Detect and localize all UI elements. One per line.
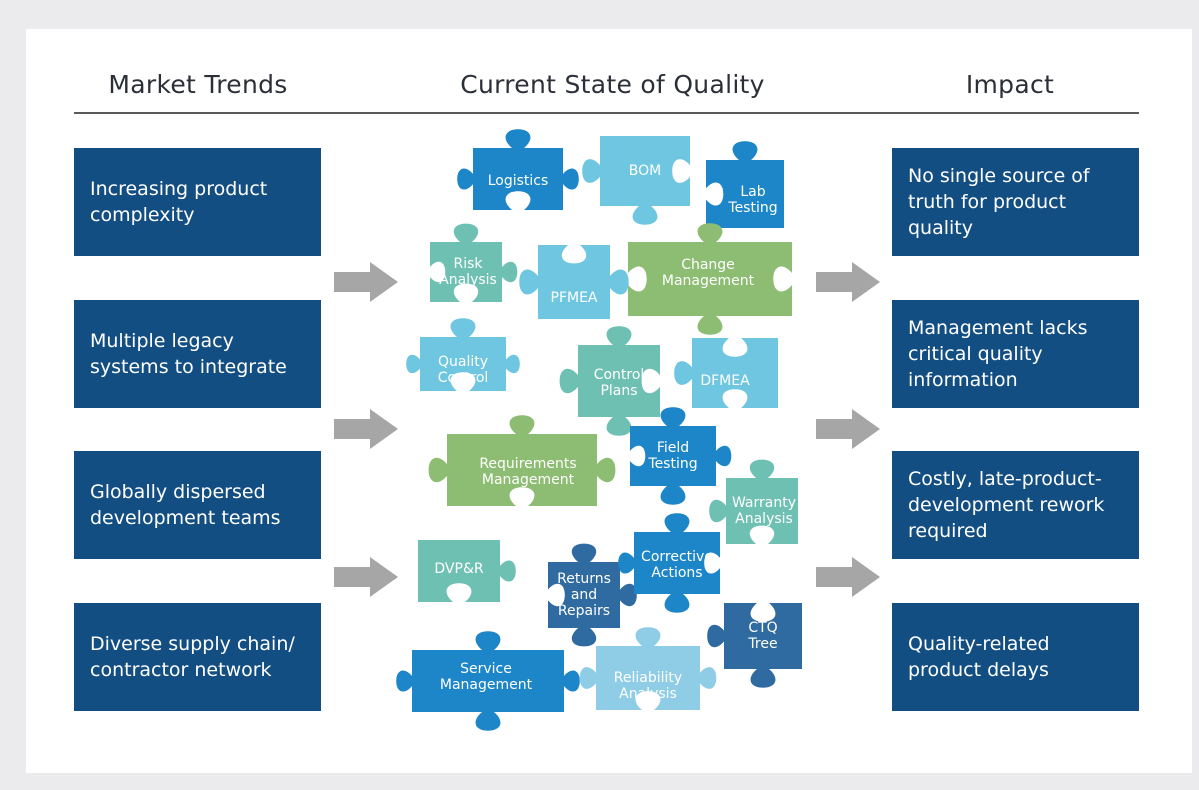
puzzle-piece-risk-analysis	[430, 223, 518, 302]
trend-text: Globally dispersed development teams	[90, 481, 281, 529]
trend-box-supply-chain: Diverse supply chain/ contractor network	[74, 603, 321, 711]
impact-box-delays: Quality-related product delays	[892, 603, 1139, 711]
puzzle-piece-label: Quality Control	[437, 354, 489, 386]
puzzle-piece-label: Service Management	[439, 661, 533, 693]
puzzle-piece-ctq-tree	[707, 603, 802, 688]
trend-box-legacy-systems: Multiple legacy systems to integrate	[74, 300, 321, 408]
header-impact: Impact	[965, 70, 1055, 99]
puzzle-piece-lab-testing	[706, 141, 784, 228]
puzzle-piece-field-testing	[630, 407, 732, 505]
puzzle-piece-label: Logistics	[487, 173, 549, 189]
arrow-right-icon	[816, 557, 880, 597]
puzzle-piece-logistics	[457, 129, 579, 210]
impact-text: Quality-related product delays	[908, 633, 1050, 681]
puzzle-piece-shape	[582, 136, 690, 225]
puzzle-piece-shape	[406, 318, 520, 391]
impact-text: No single source of truth for product qu…	[908, 165, 1090, 239]
puzzle-piece-quality-control	[406, 318, 520, 391]
header-current-state: Current State of Quality	[460, 70, 765, 99]
trend-text: Diverse supply chain/ contractor network	[90, 633, 295, 681]
arrow-right-icon	[816, 409, 880, 449]
puzzle-piece-shape	[630, 407, 732, 505]
puzzle-piece-shape	[418, 540, 516, 602]
puzzle-piece-change-management	[628, 223, 792, 335]
trend-text: Multiple legacy systems to integrate	[90, 330, 287, 378]
puzzle-piece-pfmea	[519, 245, 629, 319]
puzzle-piece-shape	[707, 603, 802, 688]
impact-box-management: Management lacks critical quality inform…	[892, 300, 1139, 408]
puzzle-piece-shape	[430, 223, 518, 302]
puzzle-piece-control-plans	[559, 326, 660, 436]
puzzle-piece-label: Corrective Actions	[641, 549, 713, 581]
puzzle-piece-shape	[559, 326, 660, 436]
puzzle-piece-corrective-actions	[618, 513, 720, 613]
puzzle-piece-label: Warranty Analysis	[731, 495, 797, 527]
puzzle-piece-warranty-analysis	[709, 459, 798, 544]
puzzle-piece-returns-and-repairs	[548, 543, 637, 647]
puzzle-piece-label: Returns and Repairs	[557, 571, 611, 619]
puzzle-piece-label: Reliability Analysis	[613, 670, 683, 702]
impact-box-single-source: No single source of truth for product qu…	[892, 148, 1139, 256]
puzzle-piece-label: Requirements Management	[479, 456, 577, 488]
puzzle-piece-shape	[618, 513, 720, 613]
puzzle-piece-shape	[706, 141, 784, 228]
impact-text: Costly, late-product-development rework …	[908, 468, 1105, 542]
puzzle-piece-label: DFMEA	[700, 373, 750, 389]
puzzle-piece-label: Field Testing	[648, 440, 698, 472]
puzzle-piece-shape	[709, 459, 798, 544]
puzzle-piece-shape	[628, 223, 792, 335]
puzzle-piece-label: DVP&R	[434, 561, 484, 577]
puzzle-piece-label: Control Plans	[593, 367, 645, 399]
header-market-trends: Market Trends	[108, 70, 288, 99]
puzzle-piece-shape	[548, 543, 637, 647]
puzzle-piece-shape	[579, 627, 717, 710]
arrow-right-icon	[334, 409, 398, 449]
trend-box-dispersed-teams: Globally dispersed development teams	[74, 451, 321, 559]
puzzle-piece-dfmea	[674, 338, 778, 408]
puzzle-piece-shape	[674, 338, 778, 408]
puzzle-piece-label: BOM	[628, 163, 662, 179]
puzzle-piece-label: Change Management	[661, 257, 755, 289]
trend-box-product-complexity: Increasing product complexity	[74, 148, 321, 256]
puzzle-piece-label: Risk Analysis	[439, 256, 497, 288]
puzzle-piece-shape	[457, 129, 579, 210]
header-rule	[74, 112, 1139, 114]
impact-text: Management lacks critical quality inform…	[908, 317, 1088, 391]
arrow-right-icon	[334, 262, 398, 302]
puzzle-piece-label: Lab Testing	[728, 184, 778, 216]
puzzle-piece-shape	[396, 631, 580, 731]
trend-text: Increasing product complexity	[90, 178, 268, 226]
puzzle-piece-dvp-r	[418, 540, 516, 602]
puzzle-piece-requirements-management	[428, 415, 616, 506]
puzzle-piece-label: PFMEA	[550, 290, 598, 306]
puzzle-piece-service-management	[396, 631, 580, 731]
impact-box-rework: Costly, late-product-development rework …	[892, 451, 1139, 559]
arrow-right-icon	[334, 557, 398, 597]
puzzle-piece-shape	[428, 415, 616, 506]
puzzle-piece-bom	[582, 136, 690, 225]
puzzle-piece-reliability-analysis	[579, 627, 717, 710]
arrow-right-icon	[816, 262, 880, 302]
puzzle-piece-shape	[519, 245, 629, 319]
puzzle-piece-label: CTQ Tree	[748, 620, 778, 652]
